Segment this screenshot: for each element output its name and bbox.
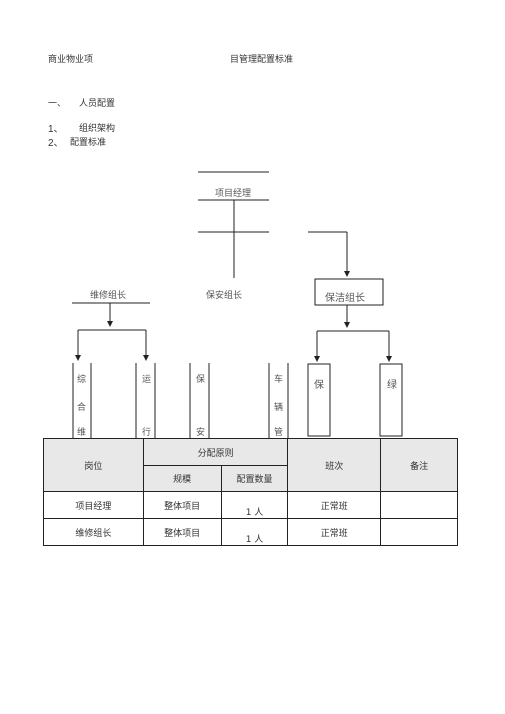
item2-number: 2、 (48, 138, 64, 149)
cell-count: 1 人 (220, 518, 289, 546)
sub-role-char: 综 (77, 375, 87, 385)
cell-scale: 整体项目 (142, 491, 222, 519)
cell-count-text: 1 人 (245, 534, 264, 545)
header-count: 配置数量 (220, 465, 289, 492)
cell-note (380, 518, 458, 546)
sub-role-char: 合 (77, 403, 87, 413)
sub-role-char: 绿 (387, 380, 397, 391)
item2-title: 配置标准 (70, 138, 107, 148)
cell-shift: 正常班 (287, 491, 382, 519)
sub-role-char: 保 (196, 375, 206, 385)
org-leader-security: 保安组长 (206, 291, 243, 301)
sub-role-char: 保 (314, 380, 324, 391)
header-shift: 班次 (287, 438, 382, 492)
header-note: 备注 (380, 438, 458, 492)
sub-role-char: 安 (196, 428, 206, 438)
cell-count-text: 1 人 (245, 507, 264, 518)
sub-role-char: 管 (274, 428, 284, 438)
header-scale: 规模 (142, 465, 222, 492)
cell-position: 维修组长 (43, 518, 144, 546)
table-row: 维修组长 整体项目 1 人 正常班 (43, 518, 458, 546)
org-leader-maintenance: 维修组长 (90, 291, 127, 301)
header-position: 岗位 (43, 438, 144, 492)
table-row: 项目经理 整体项目 1 人 正常班 (43, 491, 458, 519)
item1-title: 组织架构 (79, 124, 116, 134)
cell-scale: 整体项目 (142, 518, 222, 546)
cell-count: 1 人 (220, 491, 289, 519)
sub-role-char: 行 (142, 428, 152, 438)
cell-position: 项目经理 (43, 491, 144, 519)
sub-role-char: 维 (77, 428, 87, 438)
section-number: 一、 (48, 99, 67, 109)
org-top-manager: 项目经理 (215, 189, 252, 199)
header-left: 商业物业项 (48, 55, 94, 65)
header-right: 目管理配置标准 (230, 55, 294, 65)
org-leader-cleaning: 保洁组长 (325, 293, 365, 304)
section-title: 人员配置 (79, 99, 116, 109)
item1-number: 1、 (48, 124, 64, 135)
cell-note (380, 491, 458, 519)
staffing-table: 岗位 分配原则 班次 备注 规模 配置数量 项目经理 整体项目 1 人 正常班 … (43, 438, 458, 546)
sub-role-char: 车 (274, 375, 284, 385)
cell-shift: 正常班 (287, 518, 382, 546)
sub-role-char: 运 (142, 375, 152, 385)
sub-role-char: 辆 (274, 403, 284, 413)
header-principle: 分配原则 (142, 438, 289, 466)
